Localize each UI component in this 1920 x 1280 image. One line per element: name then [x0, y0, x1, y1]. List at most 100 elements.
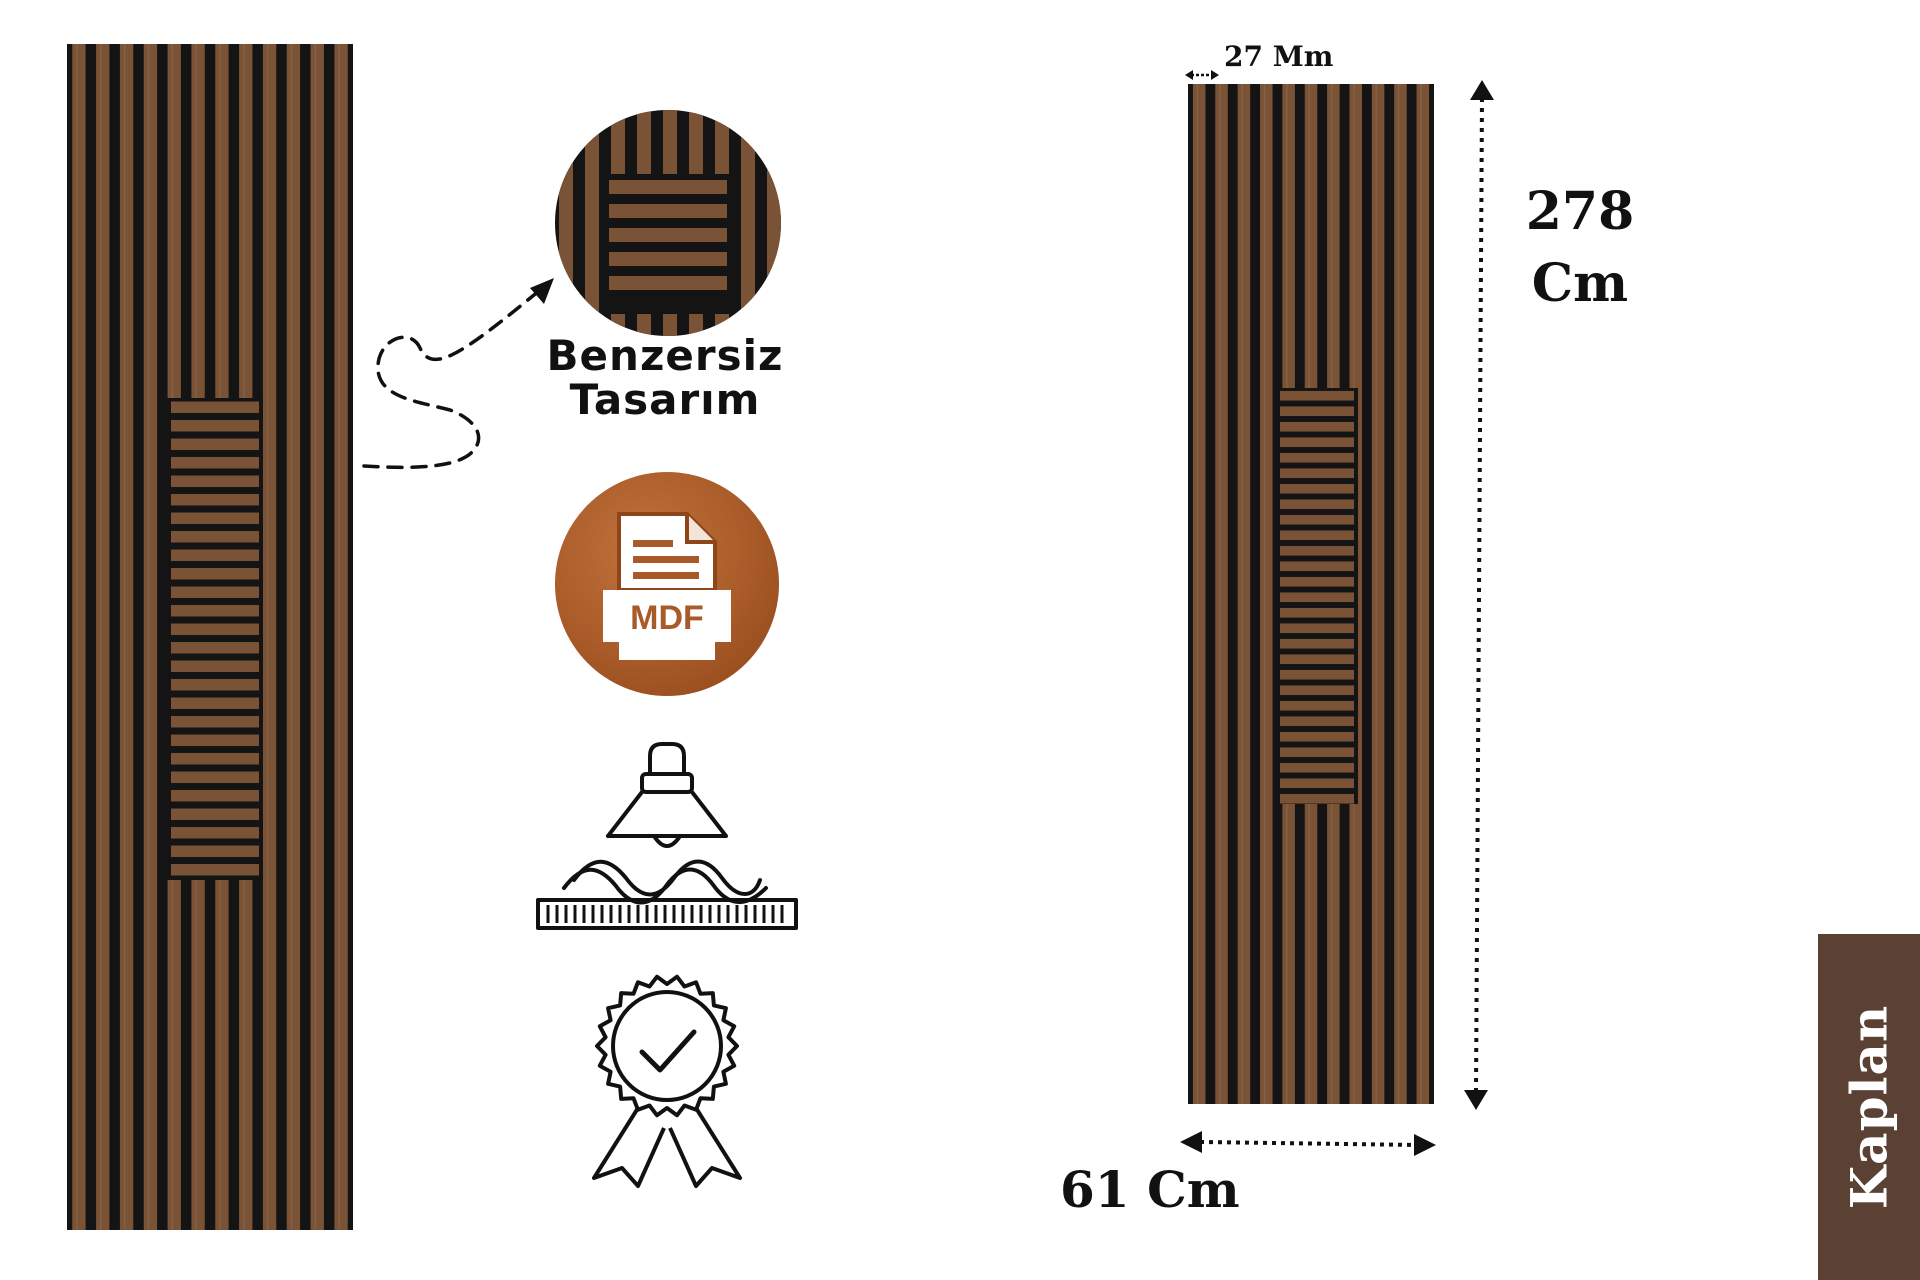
horizontal-slat [171, 512, 259, 524]
horizontal-slat [171, 827, 259, 839]
horizontal-slat [1280, 654, 1354, 665]
horizontal-slat [1280, 669, 1354, 680]
height-value: 278 [1525, 181, 1635, 242]
zoom-vertical-slat [559, 110, 573, 336]
vertical-slat [1215, 84, 1228, 1104]
horizontal-slat [1280, 747, 1354, 758]
horizontal-slat [171, 494, 259, 506]
horizontal-slat [171, 586, 259, 598]
feature-title-line2: Tasarım [569, 375, 761, 424]
zoom-vertical-slat [741, 110, 755, 336]
horizontal-slat [1280, 793, 1354, 804]
zoom-horizontal-slat [609, 180, 727, 194]
horizontal-slat [1280, 638, 1354, 649]
mdf-file-icon: MDF [603, 512, 731, 660]
zoom-vertical-slat [767, 110, 781, 336]
zoom-detail-circle [555, 110, 781, 336]
zoom-horizontal-slat [609, 276, 727, 290]
horizontal-slat [171, 549, 259, 561]
quality-badge-icon [592, 974, 742, 1188]
horizontal-slat [171, 716, 259, 728]
height-unit: Cm [1531, 253, 1629, 314]
zoom-vertical-slat [585, 110, 599, 336]
panel-image-left [67, 44, 353, 1230]
vertical-slat [1192, 84, 1206, 1104]
feature-title: Benzersiz Tasarım [520, 334, 810, 422]
vertical-slat [119, 44, 134, 1230]
horizontal-slat [171, 642, 259, 654]
height-label: 278 Cm [1500, 176, 1660, 320]
horizontal-slat [1280, 716, 1354, 727]
horizontal-slat [1280, 421, 1354, 432]
zoom-horizontal-slat [609, 252, 727, 266]
vertical-slat [1394, 84, 1407, 1104]
horizontal-slat [1280, 406, 1354, 417]
feature-title-line1: Benzersiz [546, 331, 784, 380]
horizontal-slat [171, 697, 259, 709]
slat-grain [100, 44, 102, 1230]
slat-grain [76, 44, 78, 1230]
slat-grain [1397, 84, 1400, 1104]
slat-grain [147, 44, 150, 1230]
horizontal-slat [1280, 530, 1354, 541]
horizontal-slat [1280, 685, 1354, 696]
slat-grain [1420, 84, 1422, 1104]
slat-grain [1219, 84, 1221, 1104]
horizontal-slat [171, 864, 259, 876]
horizontal-slat [1280, 778, 1354, 789]
vertical-slat [1237, 84, 1251, 1104]
vertical-slat [334, 44, 348, 1230]
vertical-slat [72, 44, 86, 1230]
vertical-slat [310, 44, 324, 1230]
horizontal-slat [171, 401, 259, 413]
acoustic-lamp-icon [536, 742, 798, 930]
slat-grain [338, 44, 340, 1230]
height-arrow-icon [1464, 80, 1494, 1110]
horizontal-slat [171, 734, 259, 746]
width-label: 61 Cm [1060, 1160, 1240, 1219]
brand-name: Kaplan [1839, 1004, 1899, 1210]
horizontal-window [167, 398, 263, 880]
horizontal-slat [1280, 437, 1354, 448]
mdf-badge: MDF [555, 472, 779, 696]
vertical-slat [262, 44, 277, 1230]
dashed-arrow-icon [362, 278, 554, 470]
horizontal-slat [171, 660, 259, 672]
horizontal-slat [171, 457, 259, 469]
horizontal-slat [1280, 390, 1354, 401]
zoom-horizontal-slat [609, 204, 727, 218]
slat-grain [1375, 84, 1378, 1104]
horizontal-slat [171, 438, 259, 450]
horizontal-slat [1280, 623, 1354, 634]
slat-width-label: 27 Mm [1224, 40, 1334, 73]
slat-width-arrow-icon [1185, 70, 1219, 80]
vertical-slat [286, 44, 301, 1230]
horizontal-slat [171, 808, 259, 820]
vertical-slat [143, 44, 158, 1230]
horizontal-slat [171, 605, 259, 617]
brand-tab: Kaplan [1818, 934, 1920, 1280]
horizontal-slat [1280, 592, 1354, 603]
horizontal-slat [1280, 468, 1354, 479]
horizontal-slat [171, 790, 259, 802]
slat-grain [314, 44, 317, 1230]
slat-grain [1241, 84, 1243, 1104]
zoom-detail-image [555, 110, 781, 336]
zoom-horizontal-slat [609, 228, 727, 242]
horizontal-slat [171, 531, 259, 543]
horizontal-slat [1280, 561, 1354, 572]
vertical-slat [1260, 84, 1273, 1104]
horizontal-slat [171, 771, 259, 783]
horizontal-slat [171, 420, 259, 432]
horizontal-slat [1280, 576, 1354, 587]
horizontal-slat [171, 845, 259, 857]
panel-image-right [1188, 84, 1434, 1104]
horizontal-slat [1280, 545, 1354, 556]
vertical-slat [96, 44, 110, 1230]
horizontal-slat [1280, 762, 1354, 773]
horizontal-slat [1280, 731, 1354, 742]
horizontal-slat [1280, 514, 1354, 525]
zoom-window [603, 174, 733, 314]
horizontal-slat [1280, 700, 1354, 711]
slat-grain [266, 44, 269, 1230]
